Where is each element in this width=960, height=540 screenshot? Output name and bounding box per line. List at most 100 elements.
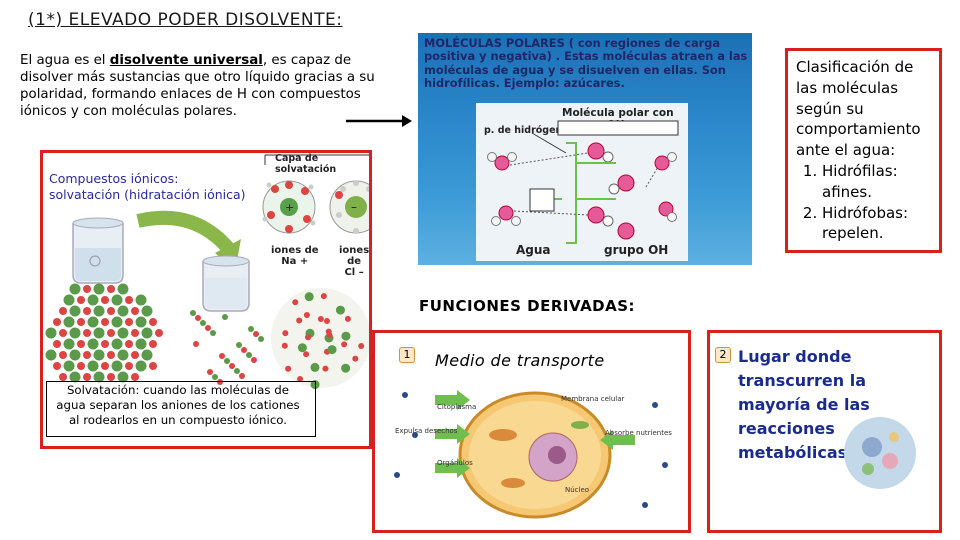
scattered-ion [193, 341, 199, 347]
lattice-ion [53, 318, 61, 326]
lattice-ion [125, 362, 133, 370]
lattice-ion [141, 349, 153, 361]
lattice-ion [59, 307, 67, 315]
lattice-ion [87, 316, 99, 328]
polar-molecule-diagram: Molécula polar con grupos OH p. de hidró… [476, 103, 688, 261]
lattice-ion [93, 349, 105, 361]
sodium-ion-label-line2: Na + [281, 256, 309, 267]
lattice-ion [69, 349, 81, 361]
lattice-ion [131, 307, 139, 315]
lattice-ion [83, 351, 91, 359]
lattice-ion [131, 373, 139, 381]
scattered-ion [219, 353, 225, 359]
arrow-to-polar-icon [346, 115, 412, 127]
dissolved-ion [305, 334, 312, 341]
dissolved-ion [327, 345, 337, 355]
dissolved-ion [352, 355, 359, 362]
scattered-ion [248, 326, 254, 332]
dissolved-ion [303, 351, 310, 358]
lattice-ion [93, 327, 105, 339]
ionic-label: Compuestos iónicos: solvatación (hidrata… [49, 171, 246, 203]
dissolved-ions-sphere [271, 288, 369, 390]
lattice-ion [117, 327, 129, 339]
scattered-ion [241, 347, 247, 353]
lattice-ion [59, 329, 67, 337]
lattice-ion [117, 305, 129, 317]
lattice-ion [53, 362, 61, 370]
transport-label: Medio de transporte [435, 351, 605, 370]
classification-list: Hidrófilas: afines. Hidrófobas: repelen. [796, 161, 933, 244]
dissolved-ion [335, 305, 345, 315]
intro-text-after: , es capaz de disolver más sustancias qu… [20, 53, 375, 119]
scattered-ion [200, 320, 206, 326]
scattered-ion [246, 352, 252, 358]
lattice-ion [135, 360, 147, 372]
solvation-illustration: + – [45, 154, 369, 390]
lattice-ion [135, 294, 147, 306]
lattice-ion [69, 327, 81, 339]
lattice-ion [77, 318, 85, 326]
label-nucleo: Núcleo [565, 486, 590, 494]
lattice-ion [83, 373, 91, 381]
lattice-ion [93, 371, 105, 383]
page-title: (1*) ELEVADO PODER DISOLVENTE: [28, 10, 343, 30]
scattered-ion [229, 363, 235, 369]
lattice-ion [155, 329, 163, 337]
classification-item-hydrophobic: Hidrófobas: repelen. [822, 203, 933, 245]
dissolved-ion [304, 292, 314, 302]
scattered-ion [207, 369, 213, 375]
lattice-ion [59, 351, 67, 359]
lattice-ion [111, 294, 123, 306]
lattice-ion [125, 340, 133, 348]
dissolved-ion [317, 316, 324, 323]
dissolved-ion [320, 293, 327, 300]
function-number-1: 1 [399, 347, 415, 363]
svg-text:–: – [351, 200, 357, 214]
lattice-ion [107, 351, 115, 359]
ionic-label-line1: Compuestos iónicos: [49, 171, 179, 186]
dissolved-ion [296, 317, 303, 324]
dissolved-ion [297, 343, 307, 353]
lattice-ion [101, 296, 109, 304]
label-expulsa: Expulsa desechos [395, 427, 458, 435]
lattice-ion [93, 283, 105, 295]
lattice-ion [45, 349, 57, 361]
dissolved-ion [358, 342, 365, 349]
dissolved-ion [341, 363, 351, 373]
dissolved-ion [325, 328, 332, 335]
lattice-ion [117, 349, 129, 361]
label-absorbe: Absorbe nutrientes [605, 429, 672, 437]
lattice-ion [149, 340, 157, 348]
metabolic-label: Lugar donde transcurren la mayoría de la… [738, 347, 870, 462]
lattice-ion [141, 327, 153, 339]
lattice-ion [107, 329, 115, 337]
lattice-ion [77, 296, 85, 304]
chloride-ion-cluster: – [329, 180, 369, 234]
lattice-ion [77, 362, 85, 370]
scattered-ion [253, 331, 259, 337]
sodium-ion-cluster: + [262, 180, 316, 234]
classification-item-hydrophilic: Hidrófilas: afines. [822, 161, 933, 203]
solvation-layer-label: Capa de solvatación [275, 153, 337, 175]
lattice-ion [107, 307, 115, 315]
lattice-ion [63, 338, 75, 350]
scattered-ion [251, 357, 257, 363]
lattice-ion [63, 316, 75, 328]
metabolic-function-panel: 2 Lugar donde transcurren la mayoría de … [707, 330, 942, 533]
lattice-ion [125, 318, 133, 326]
lattice-ion [59, 373, 67, 381]
dissolved-ion [282, 330, 289, 337]
solvation-caption-frame [46, 381, 316, 437]
lattice-ion [83, 329, 91, 337]
dissolved-ion [303, 311, 310, 318]
lattice-ion [77, 340, 85, 348]
lattice-ion [107, 373, 115, 381]
scattered-ion [222, 314, 228, 320]
scattered-ion [217, 379, 223, 385]
scattered-ion [195, 315, 201, 321]
lattice-ion [83, 307, 91, 315]
lattice-ion [149, 318, 157, 326]
scattered-ion [210, 330, 216, 336]
lattice-ion [149, 362, 157, 370]
hydrogen-bridge-label: p. de hidrógeno [484, 125, 569, 136]
